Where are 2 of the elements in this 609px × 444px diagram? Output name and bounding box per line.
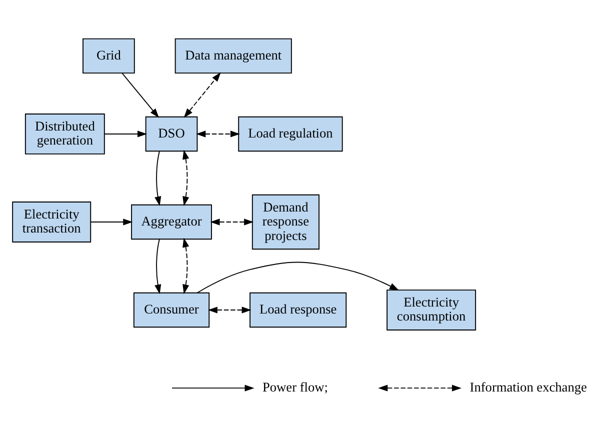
legend-label: Power flow;	[262, 380, 328, 395]
legend-label: Information exchange	[470, 380, 587, 395]
